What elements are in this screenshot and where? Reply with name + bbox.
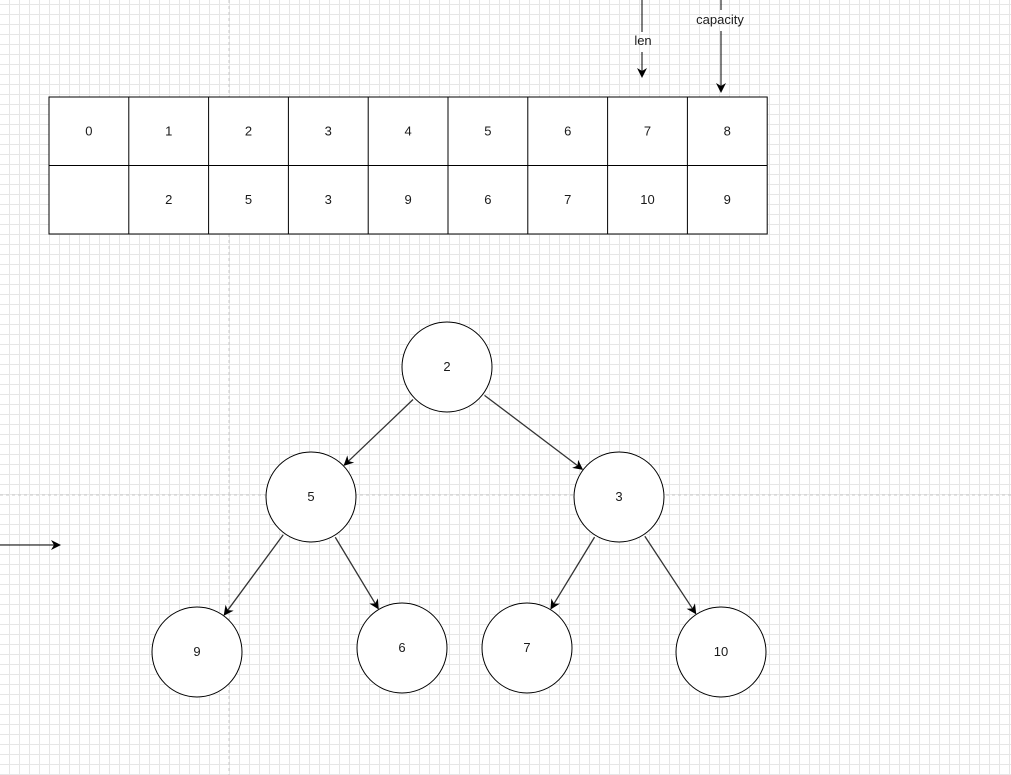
tree-node-label: 5 (307, 489, 314, 504)
tree-node-circle (675, 606, 767, 698)
array-value-cell: 9 (404, 192, 411, 207)
tree-edge (334, 536, 379, 610)
capacity-pointer-label: capacity (696, 12, 744, 27)
tree-node-circle (401, 321, 493, 413)
array-value-cell: 5 (245, 192, 252, 207)
tree-node-circle (481, 602, 573, 694)
array-index-cell: 2 (245, 123, 252, 138)
tree-node: 6 (356, 602, 448, 694)
tree-edge (644, 535, 697, 615)
array-index-cell: 4 (404, 123, 411, 138)
array-index-cell: 5 (484, 123, 491, 138)
tree-node-circle (151, 606, 243, 698)
array-value-cell: 2 (165, 192, 172, 207)
array-index-cell: 8 (724, 123, 731, 138)
tree-node-circle (265, 451, 357, 543)
tree-node: 7 (481, 602, 573, 694)
tree-node: 5 (265, 451, 357, 543)
tree-edges (223, 394, 697, 616)
tree-node-label: 10 (714, 644, 728, 659)
tree-edge (223, 534, 284, 616)
array-index-cell: 6 (564, 123, 571, 138)
array-table: 0 1 2 3 4 5 6 7 8 2 5 3 9 6 7 10 9 (48, 96, 768, 235)
tree-node: 2 (401, 321, 493, 413)
tree-node-label: 3 (615, 489, 622, 504)
tree-nodes: 2 5 3 9 6 7 10 (151, 321, 767, 698)
array-value-cell: 6 (484, 192, 491, 207)
array-value-cell: 7 (564, 192, 571, 207)
array-index-cell: 1 (165, 123, 172, 138)
tree-node: 9 (151, 606, 243, 698)
array-index-cell: 0 (85, 123, 92, 138)
tree-edge (343, 399, 414, 466)
tree-node-circle (573, 451, 665, 543)
tree-node-label: 9 (193, 644, 200, 659)
array-index-cell: 3 (325, 123, 332, 138)
tree-node-label: 7 (523, 640, 530, 655)
len-pointer-label: len (634, 33, 651, 48)
len-pointer: len (634, 0, 652, 78)
tree-node-circle (356, 602, 448, 694)
tree-node-label: 6 (398, 640, 405, 655)
array-value-cell: 3 (325, 192, 332, 207)
array-value-cell: 10 (640, 192, 654, 207)
tree-node-label: 2 (443, 359, 450, 374)
tree-node: 3 (573, 451, 665, 543)
array-index-cell: 7 (644, 123, 651, 138)
capacity-pointer: capacity (696, 0, 744, 93)
tree-node: 10 (675, 606, 767, 698)
tree-edge (550, 536, 596, 610)
tree-edge (484, 394, 584, 470)
array-value-cell: 9 (724, 192, 731, 207)
